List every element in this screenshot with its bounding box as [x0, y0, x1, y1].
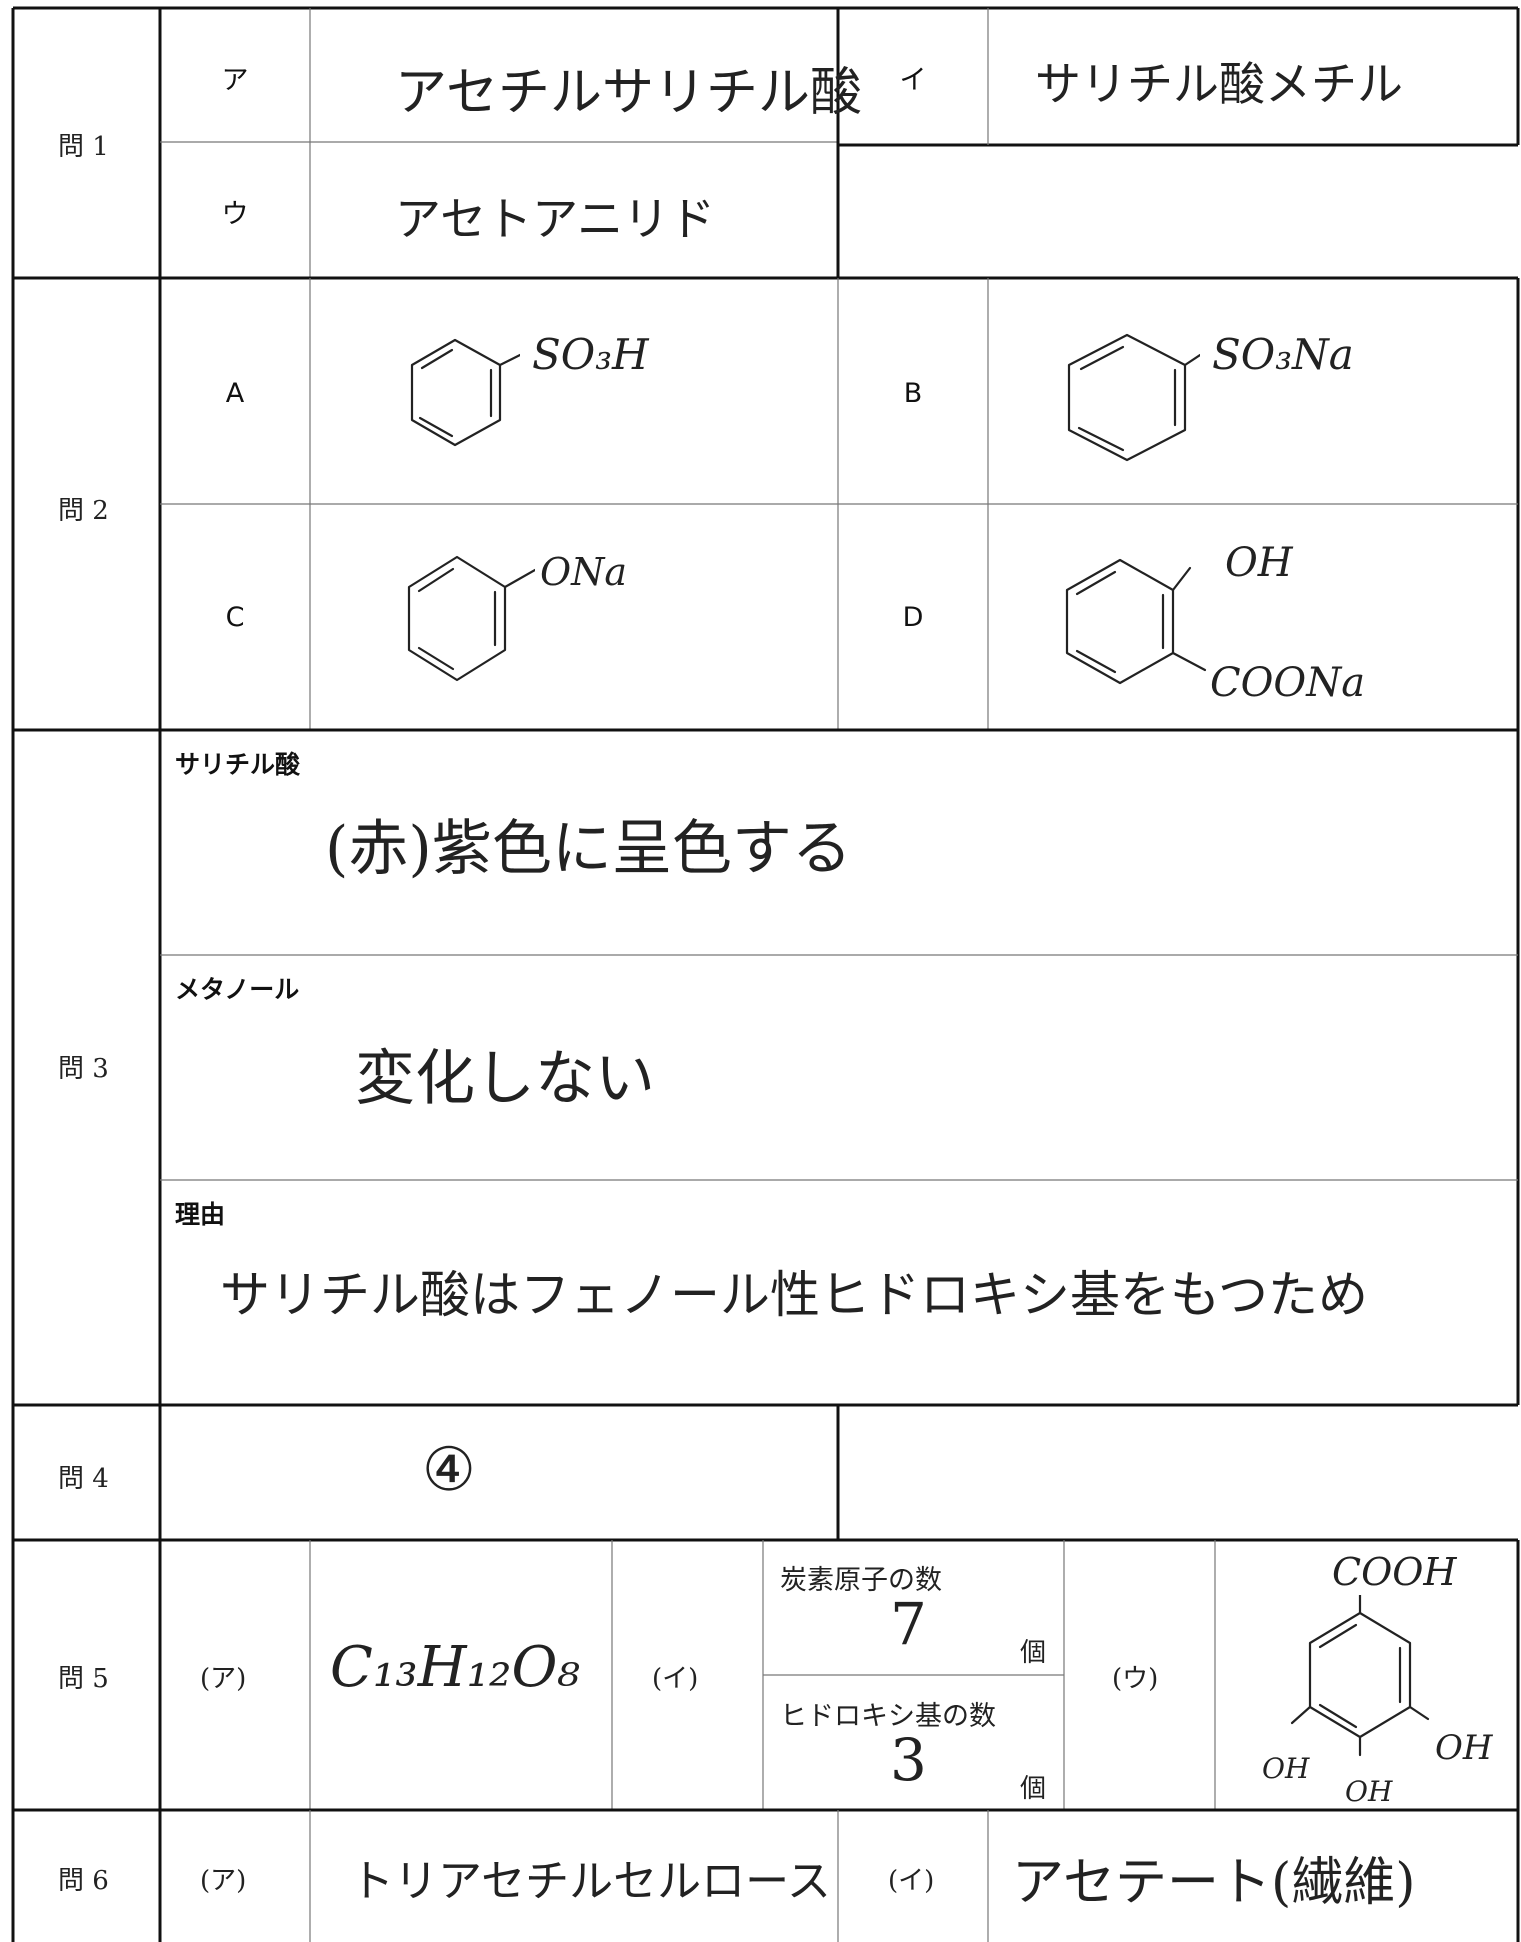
q2-d-group-coona: COONa [1210, 660, 1366, 706]
q2-label: 問 2 [58, 496, 109, 526]
q5-carbon-value[interactable]: 7 [890, 1590, 927, 1658]
q1-label: 問 1 [58, 132, 109, 162]
q5-a-answer[interactable]: C₁₃H₁₂O₈ [330, 1635, 580, 1700]
benzene-ring-c [407, 555, 535, 682]
q2-b-group: SO₃Na [1212, 330, 1354, 379]
q5-u-oh-mid: OH [1345, 1775, 1393, 1808]
q2-d-group-oh: OH [1225, 540, 1293, 586]
benzene-ring-b [1067, 333, 1200, 462]
q3-methanol-answer[interactable]: 変化しない [355, 1044, 655, 1114]
q5-u-oh-right: OH [1435, 1728, 1493, 1768]
q1-u-answer[interactable]: アセトアニリド [395, 192, 716, 246]
q2-c-key: C [225, 602, 245, 633]
q1-u-key: ウ [221, 199, 249, 230]
q5-u-oh-left: OH [1262, 1752, 1310, 1785]
q4-label: 問 4 [58, 1464, 109, 1494]
q3-label: 問 3 [58, 1054, 109, 1084]
q1-a-key: ア [221, 65, 249, 96]
q5-u-key: (ウ) [1112, 1664, 1159, 1694]
q5-carbon-label: 炭素原子の数 [780, 1565, 942, 1596]
q6-i-answer[interactable]: アセテート(繊維) [1012, 1853, 1416, 1913]
q5-hydroxy-value[interactable]: 3 [890, 1726, 927, 1794]
q5-u-cooh: COOH [1332, 1550, 1457, 1594]
q5-carbon-unit: 個 [1020, 1638, 1047, 1668]
q5-label: 問 5 [58, 1664, 109, 1694]
q2-a-key: A [225, 378, 245, 409]
q5-hydroxy-unit: 個 [1020, 1774, 1047, 1804]
q1-i-key: イ [899, 65, 927, 96]
q4-answer[interactable]: ④ [422, 1435, 476, 1505]
q5-i-key: (イ) [652, 1664, 699, 1694]
q3-methanol-label: メタノール [175, 975, 300, 1004]
q3-reason-answer[interactable]: サリチル酸はフェノール性ヒドロキシ基をもつため [220, 1266, 1368, 1324]
q6-label: 問 6 [58, 1866, 109, 1896]
benzene-ring-d [1065, 558, 1207, 685]
benzene-ring-a [410, 338, 520, 447]
q3-reason-label: 理由 [175, 1200, 226, 1229]
q5-a-key: (ア) [200, 1664, 247, 1694]
q6-a-answer[interactable]: トリアセチルセルロース [350, 1856, 831, 1907]
q5-hydroxy-label: ヒドロキシ基の数 [780, 1701, 996, 1732]
q3-salicylic-label: サリチル酸 [175, 750, 301, 779]
q2-b-key: B [903, 378, 923, 409]
q1-i-answer[interactable]: サリチル酸メチル [1035, 57, 1403, 111]
q3-salicylic-answer[interactable]: (赤)紫色に呈色する [325, 814, 852, 884]
q2-c-group: ONa [540, 550, 628, 594]
q6-a-key: (ア) [200, 1866, 247, 1896]
q6-i-key: (イ) [888, 1866, 935, 1896]
q2-d-key: D [902, 602, 924, 633]
q2-a-group: SO₃H [532, 330, 649, 379]
benzene-ring-gallic [1290, 1595, 1430, 1757]
q1-a-answer[interactable]: アセチルサリチル酸 [395, 63, 862, 123]
